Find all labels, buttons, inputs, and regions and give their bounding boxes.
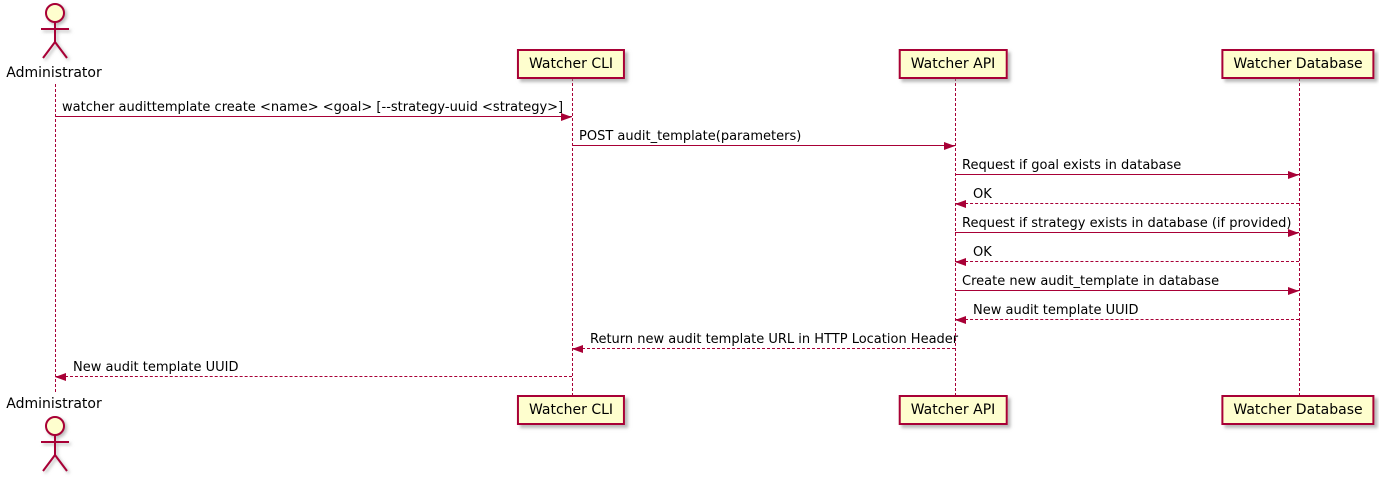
participant-watcher-cli-top: Watcher CLI xyxy=(516,49,626,79)
participant-watcher-api-bottom: Watcher API xyxy=(898,395,1008,425)
message-arrow xyxy=(955,171,1299,179)
participant-watcher-api-top: Watcher API xyxy=(898,49,1008,79)
message-label: New audit template UUID xyxy=(973,303,1139,318)
actor-label-administrator-top: Administrator xyxy=(6,65,102,81)
participant-watcher-database-bottom: Watcher Database xyxy=(1221,395,1375,425)
message-label: OK xyxy=(973,245,992,260)
message-arrow xyxy=(955,287,1299,295)
lifeline-administrator xyxy=(55,84,56,392)
message-label: Return new audit template URL in HTTP Lo… xyxy=(590,332,959,347)
message-return-url-location-header: Return new audit template URL in HTTP Lo… xyxy=(572,331,959,353)
message-create-audittemplate: watcher audittemplate create <name> <goa… xyxy=(55,99,572,121)
message-create-audit-template-db: Create new audit_template in database xyxy=(955,273,1299,295)
message-new-audit-template-uuid-cli: New audit template UUID xyxy=(55,359,572,381)
message-new-audit-template-uuid-db: New audit template UUID xyxy=(955,302,1299,324)
actor-icon-top xyxy=(41,3,69,59)
message-arrow xyxy=(955,258,1299,266)
message-label: OK xyxy=(973,187,992,202)
message-label: POST audit_template(parameters) xyxy=(579,129,802,144)
message-ok-goal: OK xyxy=(955,186,1299,208)
message-request-goal-exists: Request if goal exists in database xyxy=(955,157,1299,179)
message-label: New audit template UUID xyxy=(73,360,239,375)
message-arrow xyxy=(572,345,955,353)
participant-watcher-cli-bottom: Watcher CLI xyxy=(516,395,626,425)
message-arrow xyxy=(55,113,572,121)
message-ok-strategy: OK xyxy=(955,244,1299,266)
message-post-audit-template: POST audit_template(parameters) xyxy=(572,128,955,150)
message-arrow xyxy=(955,316,1299,324)
message-label: Request if strategy exists in database (… xyxy=(962,216,1292,231)
lifeline-watcher-cli xyxy=(572,78,573,396)
message-arrow xyxy=(572,142,955,150)
message-label: watcher audittemplate create <name> <goa… xyxy=(62,100,564,115)
lifeline-watcher-database xyxy=(1299,78,1300,396)
participant-watcher-database-top: Watcher Database xyxy=(1221,49,1375,79)
message-arrow xyxy=(55,373,572,381)
message-arrow xyxy=(955,229,1299,237)
actor-label-administrator-bottom: Administrator xyxy=(6,396,102,412)
message-request-strategy-exists: Request if strategy exists in database (… xyxy=(955,215,1299,237)
actor-icon-bottom xyxy=(41,416,69,472)
message-label: Create new audit_template in database xyxy=(962,274,1220,289)
lifeline-watcher-api xyxy=(955,78,956,396)
message-label: Request if goal exists in database xyxy=(962,158,1182,173)
message-arrow xyxy=(955,200,1299,208)
